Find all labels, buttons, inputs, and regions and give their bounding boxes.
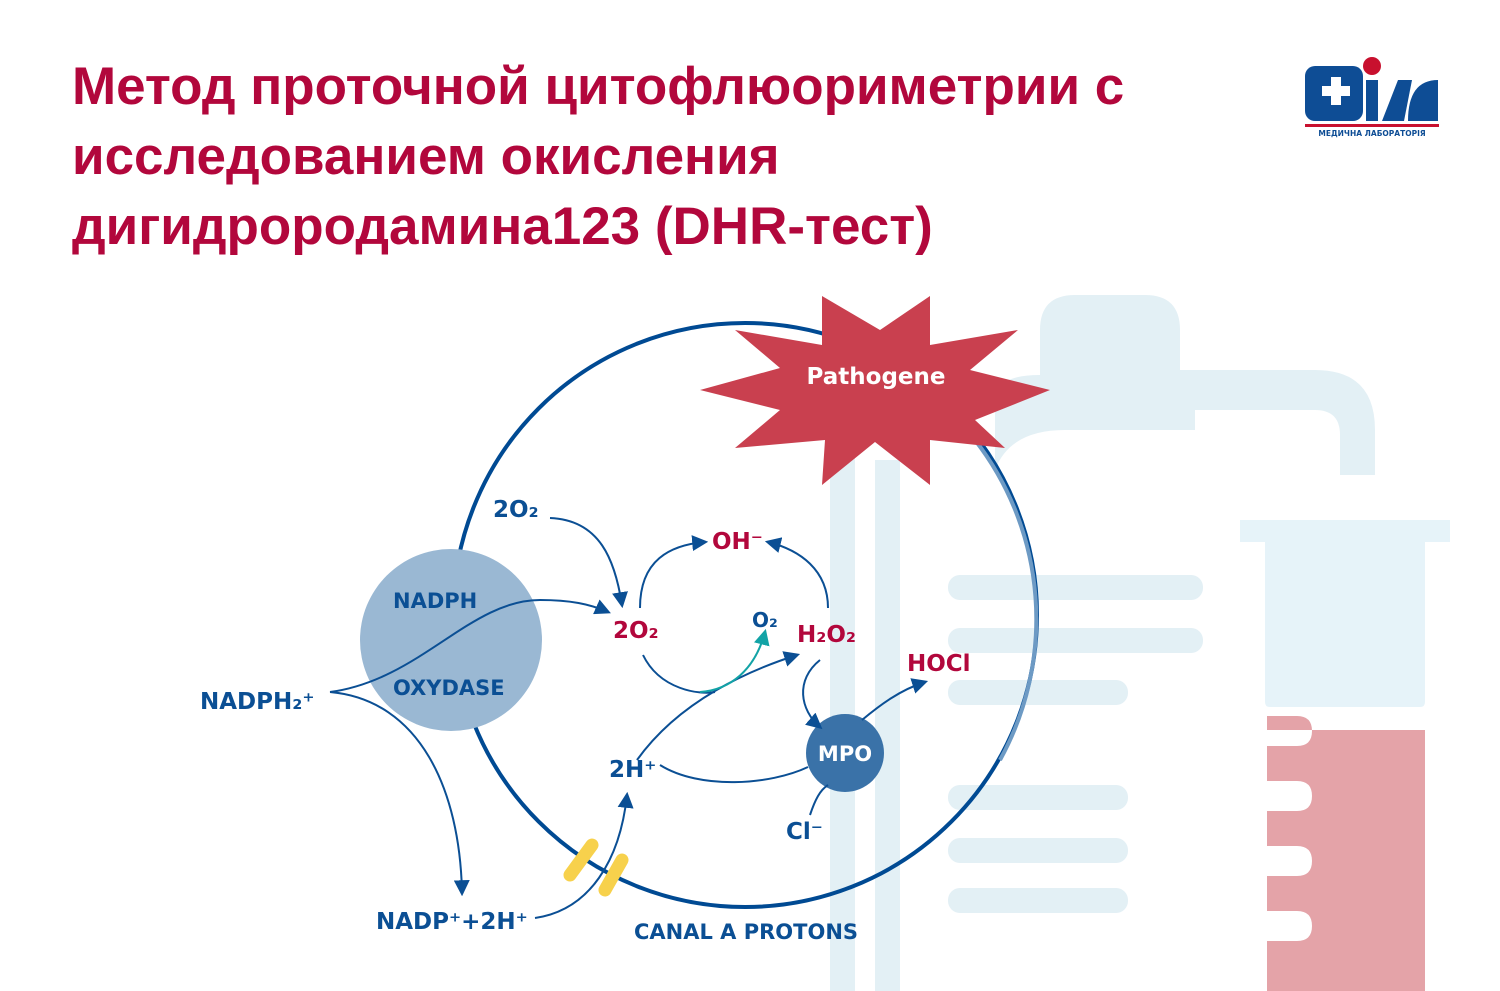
proton-channel xyxy=(563,838,629,897)
page-title: Метод проточной цитофлюориметрии с иссле… xyxy=(72,57,1125,256)
nadph-oxidase xyxy=(360,549,542,731)
nadp-label: NADP⁺+2H⁺ xyxy=(376,909,528,935)
logo-subtitle: МЕДИЧНА ЛАБОРАТОРІЯ xyxy=(1318,129,1426,138)
oxydase-label: OXYDASE xyxy=(393,676,505,700)
background-lab-illustration xyxy=(830,295,1450,991)
hydroxyl-label: OH⁻ xyxy=(712,529,763,555)
pathogene-label: Pathogene xyxy=(807,364,946,390)
o2-input-label: 2O₂ xyxy=(493,497,539,523)
hocl-label: HOCl xyxy=(907,651,971,677)
oxygen-label: O₂ xyxy=(752,608,778,632)
reaction-arrows xyxy=(329,517,929,919)
o2-arrow xyxy=(699,628,770,693)
nadph-label: NADPH xyxy=(393,589,477,613)
dila-logo: МЕДИЧНА ЛАБОРАТОРІЯ xyxy=(1305,57,1439,138)
nadph2-label: NADPH₂⁺ xyxy=(200,689,314,715)
canal-protons-label: CANAL A PROTONS xyxy=(634,920,858,944)
h2o2-label: H₂O₂ xyxy=(797,622,856,648)
protons-label: 2H⁺ xyxy=(609,757,656,783)
mpo-enzyme xyxy=(806,714,884,792)
pathogen-star: Pathogene xyxy=(700,296,1050,485)
mpo-label: MPO xyxy=(818,742,872,766)
superoxide-label: 2O₂ xyxy=(613,618,659,644)
chloride-label: Cl⁻ xyxy=(786,819,823,845)
